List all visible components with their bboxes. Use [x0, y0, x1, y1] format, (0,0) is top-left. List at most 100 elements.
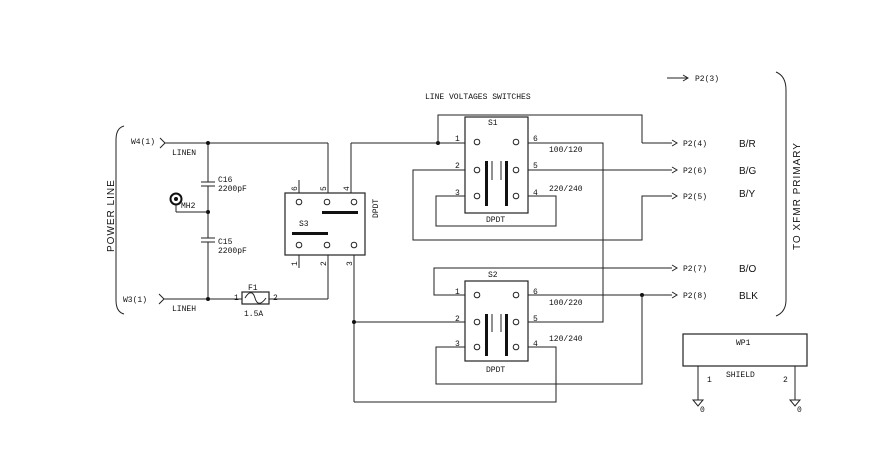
c15-value: 2200pF [218, 247, 247, 256]
s3-pin3: 3 [346, 261, 355, 266]
s1-type: DPDT [486, 216, 505, 225]
s1-s2-link [528, 142, 604, 323]
c15-ref: C15 [218, 238, 233, 247]
s2-pin5: 5 [533, 315, 538, 324]
s1-pin6: 6 [533, 135, 538, 144]
s1-pin3: 3 [455, 189, 460, 198]
ground-icon [691, 399, 705, 407]
lineh-label: LINEH [172, 305, 196, 314]
s3-actuator [292, 232, 328, 235]
s1-pin-circle [512, 166, 520, 174]
s2-pin-circle [473, 343, 481, 351]
s1-range-b: 220/240 [549, 185, 583, 194]
junction-dot [206, 141, 210, 145]
junction-dot [206, 297, 210, 301]
s2-pin-circle [512, 318, 520, 326]
s3-pin1: 1 [291, 261, 300, 266]
s2-type: DPDT [486, 366, 505, 375]
s3-pin-circle [350, 198, 358, 206]
s3-pin4: 4 [343, 186, 352, 191]
s3-ref: S3 [299, 220, 309, 229]
wp1-pin1: 1 [707, 376, 712, 385]
f1-rating: 1.5A [244, 310, 263, 319]
junction-dot [352, 320, 356, 324]
p2-8-arrow-icon [671, 291, 678, 299]
s1-pin-circle [473, 166, 481, 174]
s2-range-b: 120/240 [549, 335, 583, 344]
s2-pin4: 4 [533, 340, 538, 349]
s3-pin-circle [323, 198, 331, 206]
p2-7-label: P2(7) [683, 265, 707, 274]
s2-pin1: 1 [455, 288, 460, 297]
w4-label: W4(1) [131, 138, 155, 147]
wire-color-blk: BLK [739, 291, 758, 302]
p2-7-wire [433, 267, 672, 296]
fuse-icon [244, 292, 267, 304]
ground-label-1: 0 [700, 406, 705, 415]
s1-pin-circle [473, 138, 481, 146]
s1-pin3-loop [435, 195, 557, 227]
s1-pin2: 2 [455, 162, 460, 171]
s3-pin-circle [295, 241, 303, 249]
s2-actuator [505, 314, 508, 356]
s1-loop-top [437, 114, 643, 143]
s2-pin-circle [473, 291, 481, 299]
s2-pin-circle [473, 318, 481, 326]
xfmr-label: TO XFMR PRIMARY [792, 142, 803, 250]
mounting-hole-center [174, 197, 178, 201]
s2-actuator [485, 314, 488, 356]
s1-pin-circle [473, 192, 481, 200]
power-line-bracket [115, 125, 125, 315]
c16-ref: C16 [218, 176, 233, 185]
wp1-ref: WP1 [736, 339, 751, 348]
p2-4-arrow-icon [671, 139, 678, 147]
s1-pin1: 1 [455, 135, 460, 144]
s3-pin6: 6 [291, 186, 300, 191]
p2-6-label: P2(6) [683, 167, 707, 176]
s2-pin3-wire [435, 295, 643, 385]
w4-connector-icon [159, 137, 166, 149]
xfmr-bracket [775, 71, 787, 317]
s3-pin-circle [350, 241, 358, 249]
mh2-ref: MH2 [181, 202, 196, 211]
p2-3-connector [667, 74, 689, 82]
p2-7-arrow-icon [671, 264, 678, 272]
s3-pin5: 5 [320, 186, 329, 191]
w3-label: W3(1) [123, 296, 147, 305]
wp1-shield [682, 333, 808, 367]
s2-pin4-loop [354, 346, 557, 403]
s1-pin-circle [512, 192, 520, 200]
s1-pin2-wire [412, 169, 672, 241]
s2-pin-circle [512, 291, 520, 299]
c16-value: 2200pF [218, 185, 247, 194]
wp1-pin2: 2 [783, 376, 788, 385]
s1-actuator [505, 161, 508, 206]
s1-switch [464, 116, 529, 214]
w3-connector-icon [158, 293, 165, 305]
s2-pin2: 2 [455, 315, 460, 324]
p2-3-label: P2(3) [695, 75, 719, 84]
s2-pin-circle [512, 343, 520, 351]
s3-pin-circle [323, 241, 331, 249]
p2-5-arrow-icon [671, 192, 678, 200]
s1-pin5: 5 [533, 162, 538, 171]
s1-range-a: 100/120 [549, 146, 583, 155]
p2-6-arrow-icon [671, 166, 678, 174]
s1-pin4: 4 [533, 189, 538, 198]
linen-label: LINEN [172, 149, 196, 158]
s3-actuator [322, 211, 358, 214]
f1-pin1: 1 [234, 294, 239, 303]
p2-8-label: P2(8) [683, 292, 707, 301]
f1-ref: F1 [248, 284, 258, 293]
p2-5-label: P2(5) [683, 193, 707, 202]
power-line-label: POWER LINE [106, 179, 117, 252]
switches-title: LINE VOLTAGES SWITCHES [425, 93, 531, 102]
s2-pin6: 6 [533, 288, 538, 297]
s2-ref: S2 [488, 271, 498, 280]
ground-label-2: 0 [797, 406, 802, 415]
s2-pin3: 3 [455, 340, 460, 349]
wire-color-br: B/R [739, 139, 756, 150]
s1-pin-circle [512, 138, 520, 146]
p2-4-label: P2(4) [683, 140, 707, 149]
